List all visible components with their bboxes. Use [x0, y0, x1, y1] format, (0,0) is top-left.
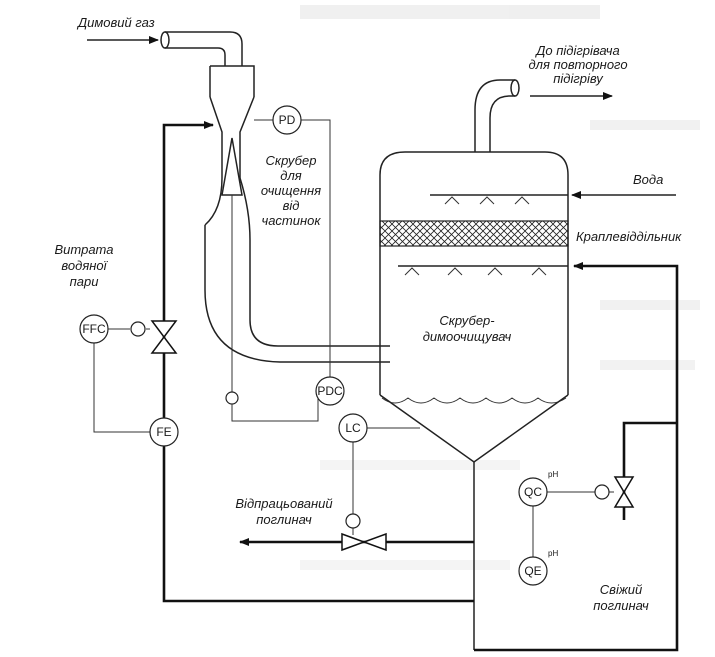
flue-gas-scrubber: [379, 79, 569, 650]
spent-absorbent-valve[interactable]: [341, 532, 387, 552]
steam-flow-label-2: водяної: [61, 258, 108, 273]
steam-flow-label-1: Витрата: [55, 242, 114, 257]
level-valve-actuator-icon: [345, 513, 361, 529]
pd-instrument[interactable]: PD: [272, 105, 302, 135]
demister-pad: [379, 220, 569, 247]
background-bleed: [300, 5, 700, 570]
particle-scrubber-label-4: від: [283, 198, 300, 213]
ffc-instrument[interactable]: FFC: [79, 314, 109, 344]
qc-instrument[interactable]: QC pH: [518, 470, 558, 507]
pdc-instrument[interactable]: PDC: [315, 376, 345, 406]
particle-scrubber-label-5: частинок: [261, 213, 321, 228]
diagram-labels: Димовий газ До підігрівача для повторног…: [55, 15, 683, 613]
qe-label: QE: [524, 564, 541, 578]
qc-ph-label: pH: [548, 470, 558, 479]
steam-flow-label-3: пари: [70, 274, 99, 289]
lc-label: LC: [345, 421, 361, 435]
pd-label: PD: [279, 113, 296, 127]
qe-ph-label: pH: [548, 549, 558, 558]
flue-scrubber-label-2: димоочищувач: [423, 329, 512, 344]
ffc-label: FFC: [82, 322, 106, 336]
process-lines: [87, 36, 679, 652]
spent-absorbent-label-2: поглинач: [256, 512, 312, 527]
flue-gas-label: Димовий газ: [76, 15, 155, 30]
water-label: Вода: [633, 172, 663, 187]
steam-control-valve[interactable]: [150, 320, 178, 354]
demister-label: Краплевіддільник: [576, 229, 682, 244]
particle-scrubber-label-2: для: [280, 168, 302, 183]
fe-label: FE: [156, 425, 171, 439]
to-heater-label-1: До підігрівача: [534, 43, 619, 58]
fresh-absorbent-label-2: поглинач: [593, 598, 649, 613]
steam-valve-actuator-icon: [130, 321, 146, 337]
qe-instrument[interactable]: QE pH: [518, 549, 558, 586]
particle-scrubber-label-1: Скрубер: [266, 153, 317, 168]
qc-label: QC: [524, 485, 542, 499]
lc-instrument[interactable]: LC: [338, 413, 368, 443]
signal-lines: [93, 119, 614, 558]
to-heater-label-3: підігріву: [553, 71, 604, 86]
fresh-absorbent-label-1: Свіжий: [600, 582, 642, 597]
particle-scrubber-drain-icon: [225, 391, 239, 405]
ph-valve-actuator-icon: [594, 484, 610, 500]
spent-absorbent-label-1: Відпрацьований: [235, 496, 332, 511]
particle-scrubber-label-3: очищення: [261, 183, 321, 198]
fe-instrument[interactable]: FE: [149, 417, 179, 447]
flue-scrubber-label-1: Скрубер-: [439, 313, 495, 328]
to-heater-label-2: для повторного: [528, 57, 627, 72]
fresh-absorbent-valve[interactable]: [613, 476, 635, 508]
particle-scrubber: [160, 31, 390, 405]
pdc-label: PDC: [317, 384, 343, 398]
